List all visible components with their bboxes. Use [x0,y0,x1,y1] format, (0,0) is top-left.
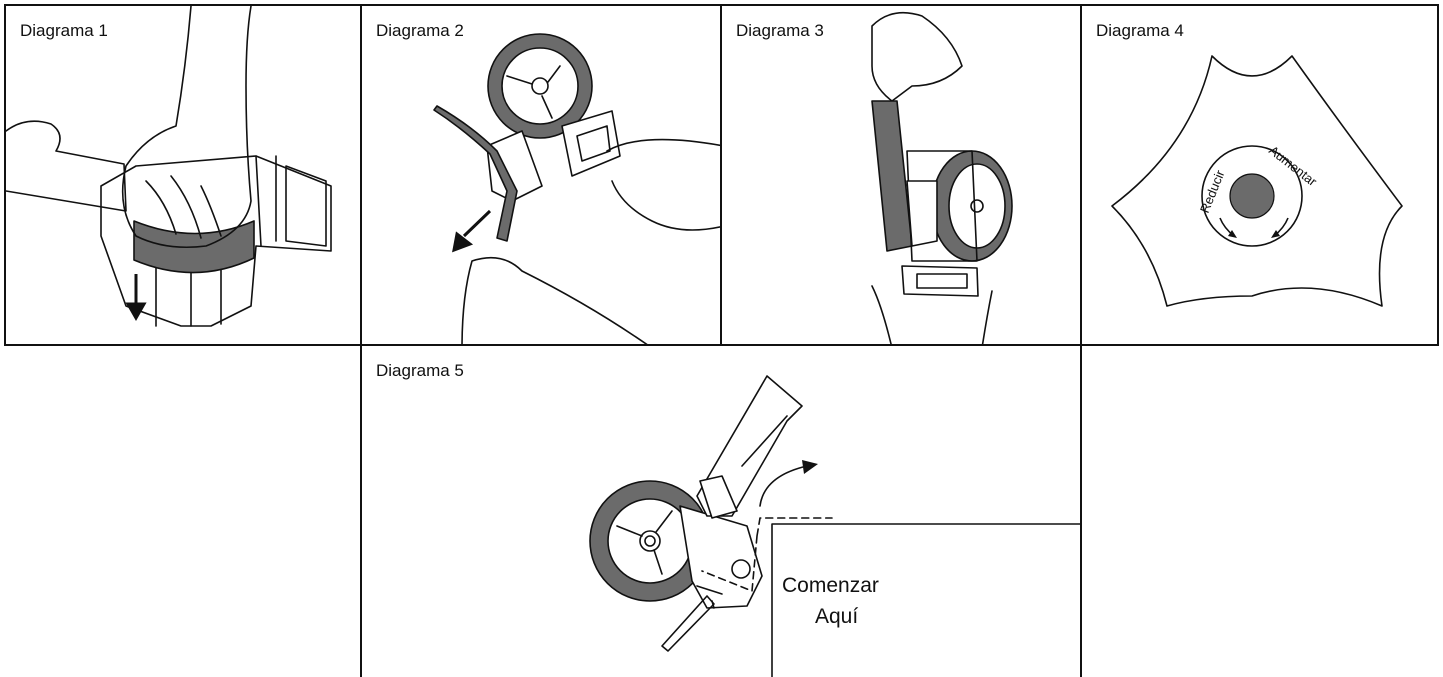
panel-diagram-1: Diagrama 1 [4,4,362,346]
illustration-pull-tape [362,6,722,346]
callout-line-2: Aquí [815,605,858,628]
panel-diagram-5: Diagrama 5 Comenzar Aq [360,344,1082,677]
adjustment-hub [1230,174,1274,218]
illustration-tension-knob: Reducir Aumentar [1082,6,1439,346]
increase-label: Aumentar [1266,143,1320,190]
illustration-apply-tape: Comenzar Aquí [362,346,1082,677]
callout-line-1: Comenzar [782,574,879,597]
curved-arrow-icon [802,460,818,474]
illustration-tape-loading [6,6,362,346]
illustration-thread-tape [722,6,1082,346]
panel-diagram-4: Diagrama 4 Reducir Aumentar [1080,4,1439,346]
panel-diagram-2: Diagrama 2 [360,4,722,346]
panel-diagram-3: Diagrama 3 [720,4,1082,346]
